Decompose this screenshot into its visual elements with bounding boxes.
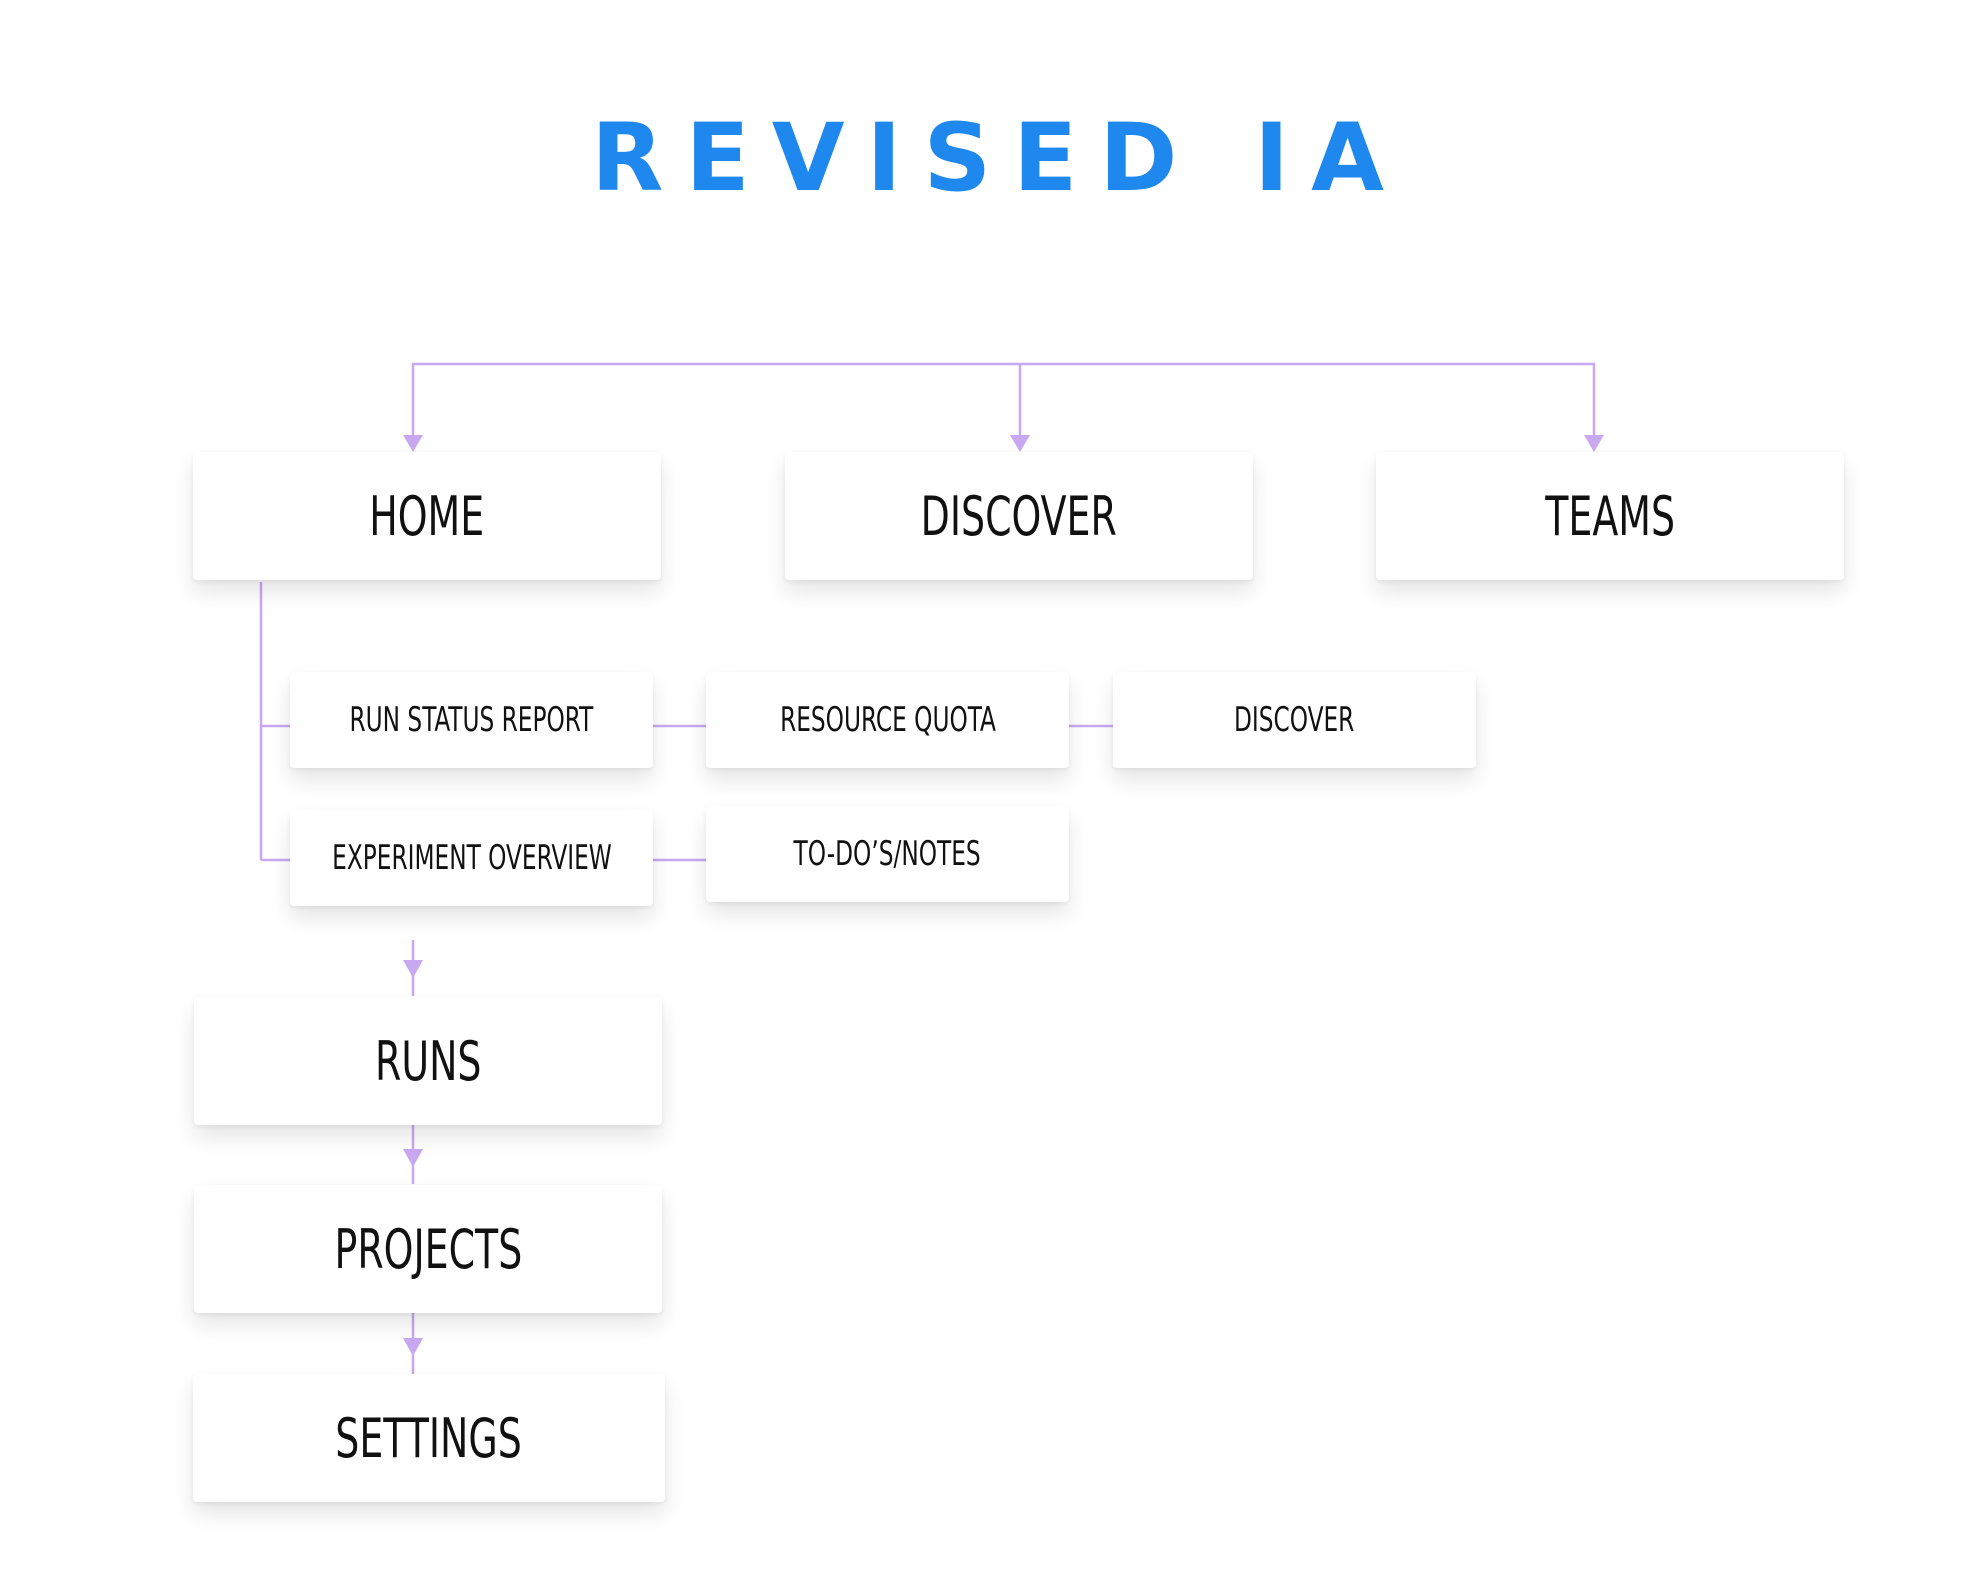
resource-quota-label: RESOURCE QUOTA	[779, 700, 996, 740]
top-bracket-line	[411, 362, 1596, 442]
arrow-teams-icon	[1584, 435, 1604, 452]
arrow-runs-icon	[403, 960, 423, 978]
todos-notes-label: TO-DO’S/NOTES	[793, 834, 982, 874]
resource-quota-node: RESOURCE QUOTA	[706, 672, 1069, 768]
arrow-home-icon	[403, 435, 423, 452]
home-node: HOME	[193, 452, 661, 580]
projects-label: PROJECTS	[334, 1217, 522, 1281]
arrow-discover-icon	[1010, 435, 1030, 452]
teams-node: TEAMS	[1376, 452, 1844, 580]
arrow-projects-icon	[403, 1149, 423, 1167]
discover-label: DISCOVER	[920, 484, 1118, 548]
todos-notes-node: TO-DO’S/NOTES	[706, 806, 1069, 902]
home-label: HOME	[369, 484, 485, 548]
runs-node: RUNS	[194, 997, 662, 1125]
teams-label: TEAMS	[1545, 484, 1675, 548]
discover-sub-node: DISCOVER	[1113, 672, 1476, 768]
runs-label: RUNS	[374, 1029, 482, 1093]
arrow-settings-icon	[403, 1338, 423, 1356]
experiment-overview-node: EXPERIMENT OVERVIEW	[290, 810, 653, 906]
run-status-report-node: RUN STATUS REPORT	[290, 672, 653, 768]
diagram-title: REVISED IA	[591, 104, 1406, 213]
run-status-report-label: RUN STATUS REPORT	[349, 700, 594, 740]
projects-node: PROJECTS	[194, 1185, 662, 1313]
discover-node: DISCOVER	[785, 452, 1253, 580]
settings-label: SETTINGS	[335, 1406, 523, 1470]
experiment-overview-label: EXPERIMENT OVERVIEW	[331, 838, 612, 878]
discover-sub-label: DISCOVER	[1234, 700, 1355, 740]
settings-node: SETTINGS	[193, 1374, 665, 1502]
